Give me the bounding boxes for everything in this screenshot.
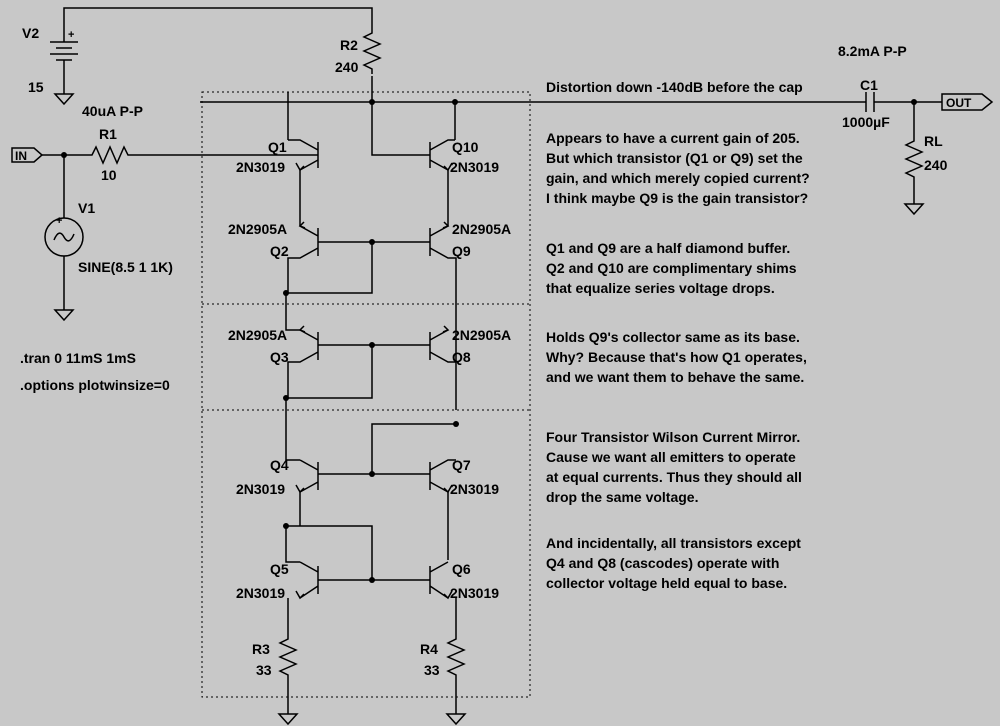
q5-model: 2N3019 <box>236 585 285 601</box>
supply-wiring <box>63 7 942 140</box>
q4-model: 2N3019 <box>236 481 285 497</box>
q6-model: 2N3019 <box>450 585 499 601</box>
v2-name: V2 <box>22 25 39 41</box>
r4-resistor: R4 33 <box>420 633 466 725</box>
q9-name: Q9 <box>452 243 471 259</box>
note-holds-line: and we want them to behave the same. <box>546 369 804 385</box>
note-buffer-line: Q2 and Q10 are complimentary shims <box>546 260 797 276</box>
q8-transistor: 2N2905A Q8 <box>429 325 511 365</box>
note-holds-line: Why? Because that's how Q1 operates, <box>546 349 807 365</box>
rl-ground-icon <box>904 195 924 215</box>
c1-value: 1000µF <box>842 114 890 130</box>
in-port-label: IN <box>15 149 27 163</box>
r3-name: R3 <box>252 641 270 657</box>
q5-transistor: Q5 2N3019 <box>236 523 430 634</box>
note-buffer-line: Q1 and Q9 are a half diamond buffer. <box>546 240 790 256</box>
q1-name: Q1 <box>268 139 287 155</box>
q9-model: 2N2905A <box>452 221 511 237</box>
directive-tran: .tran 0 11mS 1mS <box>20 350 136 366</box>
r4-value: 33 <box>424 662 440 678</box>
stage-boxes <box>201 91 531 698</box>
q1-transistor: Q1 2N3019 <box>236 92 319 210</box>
q2-name: Q2 <box>270 243 289 259</box>
q7-transistor: Q7 2N3019 <box>429 457 499 560</box>
rl-name: RL <box>924 133 943 149</box>
q2-model: 2N2905A <box>228 221 287 237</box>
r3-value: 33 <box>256 662 272 678</box>
r4-ground-icon <box>446 705 466 725</box>
note-cascode-line: collector voltage held equal to base. <box>546 575 787 591</box>
annotation-notes: Distortion down -140dB before the cap Ap… <box>546 79 810 591</box>
note-holds-line: Holds Q9's collector same as its base. <box>546 329 800 345</box>
note-wilson-line: drop the same voltage. <box>546 489 698 505</box>
note-wilson-line: Cause we want all emitters to operate <box>546 449 796 465</box>
note-gain-line: Appears to have a current gain of 205. <box>546 130 800 146</box>
q5-name: Q5 <box>270 561 289 577</box>
v2-value: 15 <box>28 79 44 95</box>
v1-name: V1 <box>78 200 95 216</box>
note-wilson-line: Four Transistor Wilson Current Mirror. <box>546 429 800 445</box>
v2-plus-label: + <box>68 29 74 41</box>
q3-name: Q3 <box>270 349 289 365</box>
r1-annotation: 40uA P-P <box>82 103 143 119</box>
r1-name: R1 <box>99 126 117 142</box>
q3-model: 2N2905A <box>228 327 287 343</box>
spice-directives: .tran 0 11mS 1mS .options plotwinsize=0 <box>20 350 170 393</box>
q8-model: 2N2905A <box>452 327 511 343</box>
v2-ground-icon <box>54 85 74 105</box>
r3-resistor: R3 33 <box>252 633 298 725</box>
r1-value: 10 <box>101 167 117 183</box>
q1-model: 2N3019 <box>236 159 285 175</box>
r3-ground-icon <box>278 705 298 725</box>
q9-transistor: 2N2905A Q9 <box>429 210 511 410</box>
output-section: OUT 8.2mA P-P C1 1000µF RL 240 <box>369 43 994 215</box>
q7-model: 2N3019 <box>450 481 499 497</box>
q6-name: Q6 <box>452 561 471 577</box>
r2-resistor: R2 240 <box>335 27 381 75</box>
v1-ground-icon <box>54 301 74 321</box>
stage-box-outline <box>201 91 531 698</box>
v2-battery: + V2 15 <box>22 25 78 105</box>
q3-transistor: 2N2905A Q3 <box>228 293 430 401</box>
note-buffer-line: that equalize series voltage drops. <box>546 280 775 296</box>
q7-name: Q7 <box>452 457 471 473</box>
out-port-icon <box>941 93 994 111</box>
q8-name: Q8 <box>452 349 471 365</box>
note-cascode-line: Q4 and Q8 (cascodes) operate with <box>546 555 779 571</box>
q6-transistor: Q6 2N3019 <box>429 561 499 634</box>
note-gain-line: But which transistor (Q1 or Q9) set the <box>546 150 803 166</box>
q4-transistor: Q4 2N3019 <box>236 398 459 526</box>
note-distortion: Distortion down -140dB before the cap <box>546 79 803 95</box>
note-gain-line: gain, and which merely copied current? <box>546 170 810 186</box>
c1-capacitor-icon <box>860 92 880 112</box>
q10-name: Q10 <box>452 139 479 155</box>
r2-value: 240 <box>335 59 359 75</box>
in-port-icon <box>11 147 44 163</box>
out-port-label: OUT <box>946 96 972 110</box>
q10-model: 2N3019 <box>450 159 499 175</box>
q2-transistor: 2N2905A Q2 <box>228 210 430 296</box>
c1-annotation: 8.2mA P-P <box>838 43 907 59</box>
rl-value: 240 <box>924 157 948 173</box>
note-cascode-line: And incidentally, all transistors except <box>546 535 801 551</box>
r4-name: R4 <box>420 641 438 657</box>
q4-name: Q4 <box>270 457 289 473</box>
r2-name: R2 <box>340 37 358 53</box>
v1-value: SINE(8.5 1 1K) <box>78 259 173 275</box>
input-section: IN + 40uA P-P R1 10 V1 SINE(8.5 1 1K) <box>11 103 318 321</box>
v1-plus-label: + <box>56 215 62 227</box>
note-gain-line: I think maybe Q9 is the gain transistor? <box>546 190 808 206</box>
q10-transistor: Q10 2N3019 <box>371 139 499 210</box>
c1-name: C1 <box>860 77 878 93</box>
directive-options: .options plotwinsize=0 <box>20 377 170 393</box>
note-wilson-line: at equal currents. Thus they should all <box>546 469 802 485</box>
